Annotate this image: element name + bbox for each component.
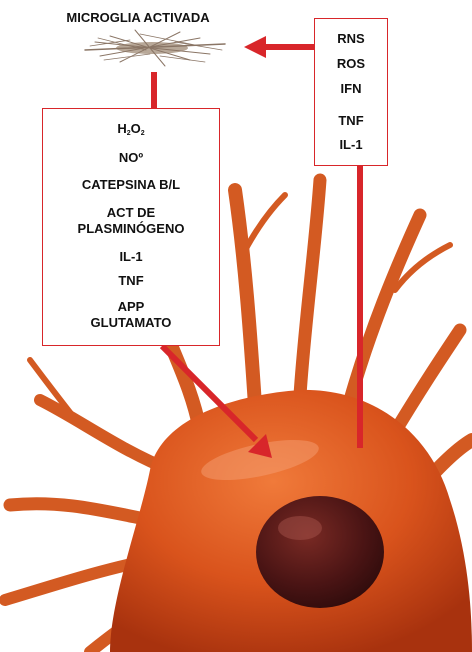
signal-ros: ROS	[315, 56, 387, 71]
product-app: APP	[43, 299, 219, 314]
product-tnf: TNF	[43, 273, 219, 288]
neuron-nucleus	[256, 496, 384, 608]
microglia-cell	[85, 30, 225, 66]
signal-rns: RNS	[315, 31, 387, 46]
dendrite	[30, 360, 80, 425]
dendrite	[235, 190, 255, 405]
product-glutamato: GLUTAMATO	[43, 315, 219, 330]
microglia-label: MICROGLIA ACTIVADA	[38, 10, 238, 25]
h2o2-label: H2O2	[43, 121, 219, 141]
dendrite	[10, 504, 150, 520]
neuron-signals-box: RNS ROS IFN TNF IL-1	[314, 18, 388, 166]
product-act-de: ACT DE	[43, 205, 219, 220]
signals-to-microglia-arrowhead	[244, 36, 266, 58]
product-il1: IL-1	[43, 249, 219, 264]
signal-tnf: TNF	[315, 113, 387, 128]
signal-il1: IL-1	[315, 137, 387, 152]
signal-ifn: IFN	[315, 81, 387, 96]
dendrite	[300, 180, 320, 395]
product-catepsina: CATEPSINA B/L	[43, 177, 219, 192]
microglia-products-box: H2O2 NOº CATEPSINA B/L ACT DE PLASMINÓGE…	[42, 108, 220, 346]
nucleus-highlight	[278, 516, 322, 540]
dendrite	[40, 400, 170, 470]
product-plasminogeno: PLASMINÓGENO	[43, 221, 219, 236]
product-no: NOº	[43, 150, 219, 165]
